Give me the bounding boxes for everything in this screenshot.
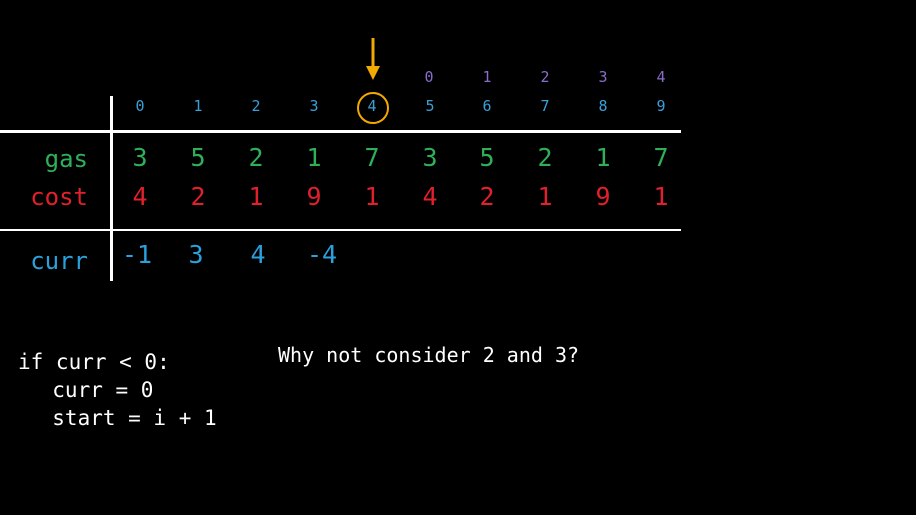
code-line-set-start: start = i + 1 [27,406,217,430]
curr-value: -4 [306,240,338,269]
cost-value: 1 [537,182,553,211]
highlight-circle [357,92,389,124]
wrapped-index: 3 [598,68,608,86]
cost-value: 9 [595,182,611,211]
curr-value: 3 [188,240,204,269]
header-divider [0,130,681,133]
gas-value: 3 [422,143,438,172]
cost-row-label: cost [30,183,88,211]
column-index: 1 [193,97,203,115]
gas-value: 5 [479,143,495,172]
column-index: 3 [309,97,319,115]
wrapped-index: 0 [424,68,434,86]
gas-value: 2 [248,143,264,172]
cost-value: 1 [653,182,669,211]
column-index: 2 [251,97,261,115]
gas-value: 5 [190,143,206,172]
curr-value: -1 [121,240,153,269]
gas-value: 2 [537,143,553,172]
cost-value: 1 [248,182,264,211]
curr-row-label: curr [30,247,88,275]
code-line-condition: if curr < 0: [18,350,170,374]
gas-value: 7 [364,143,380,172]
gas-value: 1 [306,143,322,172]
wrapped-index: 2 [540,68,550,86]
curr-value: 4 [250,240,266,269]
cost-value: 4 [422,182,438,211]
column-index: 5 [425,97,435,115]
gas-value: 7 [653,143,669,172]
column-index: 0 [135,97,145,115]
question-text: Why not consider 2 and 3? [278,343,580,367]
column-index: 6 [482,97,492,115]
down-arrow-icon [366,38,380,80]
column-index-highlighted: 4 [367,97,377,115]
column-index: 7 [540,97,550,115]
cost-value: 1 [364,182,380,211]
totals-divider [0,229,681,231]
wrapped-index: 1 [482,68,492,86]
gas-value: 1 [595,143,611,172]
wrapped-index: 4 [656,68,666,86]
code-line-reset-curr: curr = 0 [27,378,154,402]
gas-value: 3 [132,143,148,172]
cost-value: 9 [306,182,322,211]
gas-row-label: gas [44,145,88,173]
column-index: 8 [598,97,608,115]
cost-value: 2 [479,182,495,211]
column-index: 9 [656,97,666,115]
cost-value: 4 [132,182,148,211]
cost-value: 2 [190,182,206,211]
label-divider [110,96,113,281]
